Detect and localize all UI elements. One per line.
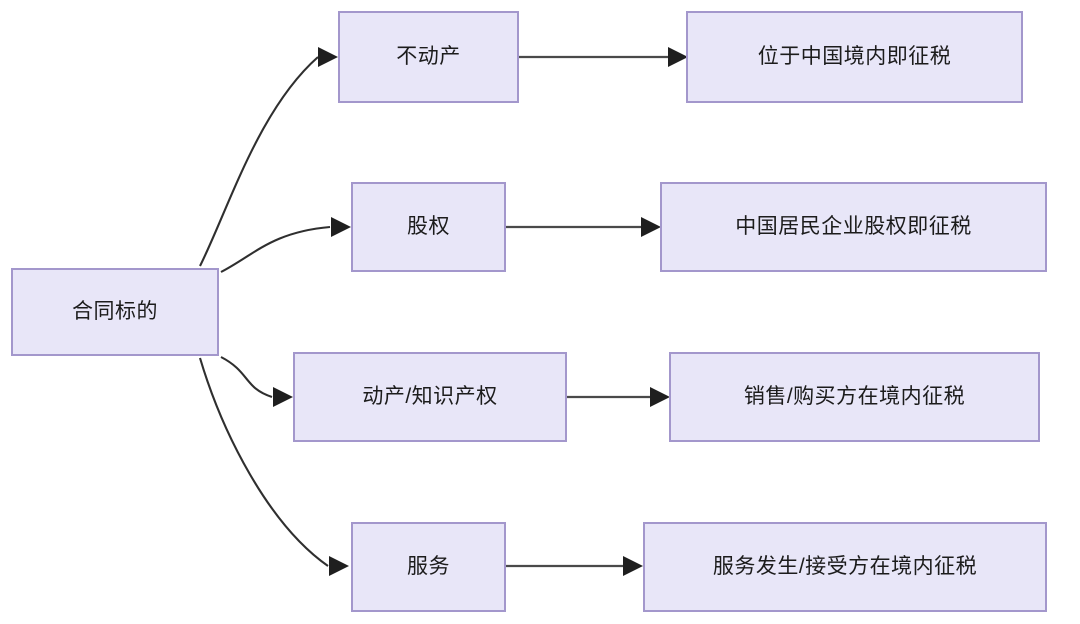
arrowhead-icon-6 — [641, 217, 661, 237]
arrowhead-icon-7 — [650, 387, 670, 407]
node-category-3[interactable]: 动产/知识产权 — [293, 352, 567, 442]
arrowhead-icon-4 — [329, 556, 349, 576]
edge-curve-4 — [198, 357, 329, 567]
edge-root-to-branch-4 — [198, 357, 349, 576]
node-category-3-label: 动产/知识产权 — [362, 385, 498, 409]
node-root[interactable]: 合同标的 — [11, 268, 219, 356]
node-rule-2[interactable]: 中国居民企业股权即征税 — [660, 182, 1047, 272]
edge-root-to-branch-1 — [199, 47, 338, 267]
edge-root-to-branch-2 — [220, 217, 351, 273]
arrowhead-icon-5 — [668, 47, 688, 67]
arrowhead-icon-2 — [331, 217, 351, 237]
node-rule-4[interactable]: 服务发生/接受方在境内征税 — [643, 522, 1047, 612]
node-category-2[interactable]: 股权 — [351, 182, 506, 272]
edge-root-to-branch-3 — [220, 356, 293, 407]
node-rule-1-label: 位于中国境内即征税 — [757, 45, 952, 69]
node-category-4[interactable]: 服务 — [351, 522, 506, 612]
edge-branch-3-to-rule-3 — [567, 387, 670, 407]
edge-branch-2-to-rule-2 — [506, 217, 661, 237]
node-root-label: 合同标的 — [72, 300, 158, 324]
node-rule-3-label: 销售/购买方在境内征税 — [743, 385, 966, 409]
node-rule-1[interactable]: 位于中国境内即征税 — [686, 11, 1023, 103]
node-category-1[interactable]: 不动产 — [338, 11, 519, 103]
arrowhead-icon-8 — [623, 556, 643, 576]
node-rule-3[interactable]: 销售/购买方在境内征税 — [669, 352, 1040, 442]
edge-curve-3 — [220, 356, 273, 398]
node-rule-2-label: 中国居民企业股权即征税 — [735, 215, 972, 239]
arrowhead-icon-1 — [318, 47, 338, 67]
edge-curve-2 — [220, 225, 331, 273]
edge-branch-4-to-rule-4 — [506, 556, 643, 576]
edge-branch-1-to-rule-1 — [519, 47, 688, 67]
node-category-2-label: 股权 — [407, 215, 450, 239]
node-category-4-label: 服务 — [407, 555, 450, 579]
edge-curve-1 — [199, 56, 319, 267]
node-category-1-label: 不动产 — [396, 45, 461, 69]
node-rule-4-label: 服务发生/接受方在境内征税 — [712, 555, 978, 579]
arrowhead-icon-3 — [273, 387, 293, 407]
